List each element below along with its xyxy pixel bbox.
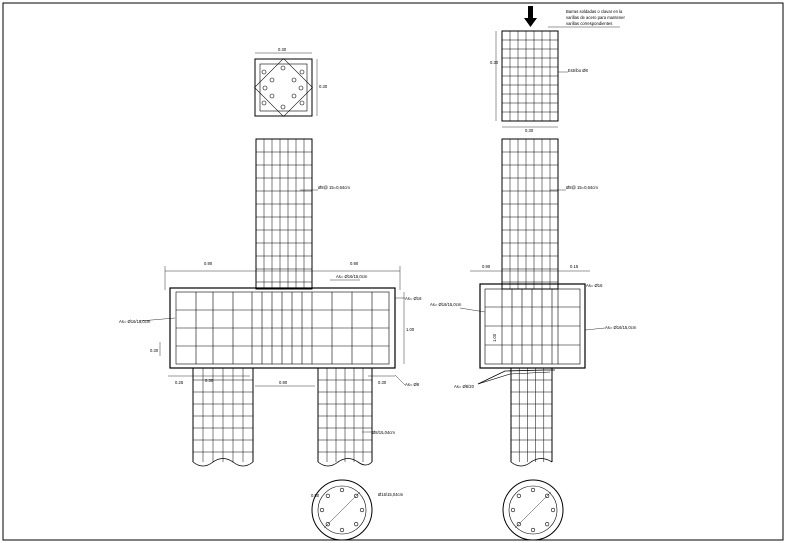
right-cap-height-label: 1.00 bbox=[492, 333, 497, 342]
pile-gap-label: 0.90 bbox=[279, 380, 288, 385]
right-cap-bottom-bar-label: As= Ø8/20 bbox=[454, 384, 475, 389]
cap-top-bar-label: As= Ø16/15,0cm bbox=[336, 274, 368, 279]
cap-side-offset-label: 0.30 bbox=[150, 348, 159, 353]
left-column-section: 0.30 0.30 bbox=[254, 47, 328, 117]
left-upper-column: Ø8@ 15=0,64cm bbox=[255, 138, 350, 290]
pile-stirrup-label: Ø8/15,04cm bbox=[372, 430, 395, 435]
cap-height-label: 1.00 bbox=[406, 327, 415, 332]
left-piles: Ø8/15,04cm bbox=[192, 368, 395, 467]
note-text-3: varillas correspondientes bbox=[566, 21, 612, 26]
right-stirrup-top-label: Estribo Ø8 bbox=[568, 68, 588, 73]
circle-left-label: Ø16/15,04cm bbox=[378, 492, 404, 497]
circle-left-dim-label: 0.50 bbox=[311, 493, 320, 498]
left-circle-section: Ø16/15,04cm 0.50 bbox=[311, 479, 404, 541]
cap-left-bar-label: As= Ø16/15,0cm bbox=[119, 319, 151, 324]
right-load-arrow-icon bbox=[524, 6, 537, 27]
left-column-stirrup-label: Ø8@ 15=0,64cm bbox=[318, 185, 350, 190]
top-section-height-label: 0.30 bbox=[319, 84, 328, 89]
cap-right-bar-top-label: As= Ø16 bbox=[405, 296, 422, 301]
right-cap-bar-left-label: As= Ø16/15,0cm bbox=[430, 302, 462, 307]
right-pile-cap: 0.90 0.15 As= Ø16 As= Ø16/15,0cm As= Ø16… bbox=[430, 264, 637, 389]
cap-bottom-right-label: 0.30 bbox=[378, 380, 387, 385]
note-text-2: varillas de acero para mantener bbox=[566, 15, 625, 20]
right-upper-column: 0.30 Estribo Ø8 0.30 Ø8@ 15=0,64cm bbox=[490, 30, 598, 290]
right-cap-bar-right-label: As= Ø16/15,0cm bbox=[605, 325, 637, 330]
right-pile bbox=[510, 368, 553, 467]
left-pile-cap: 0.90 0.90 As= Ø16/15,0cm As= Ø16/15,0cm … bbox=[119, 261, 422, 387]
cap-right-bar-bottom-label: As= Ø8 bbox=[405, 382, 420, 387]
cap-bottom-left-2-label: 0.30 bbox=[205, 378, 214, 383]
cap-left-width-label: 0.90 bbox=[204, 261, 213, 266]
right-cap-bar-top-label: As= Ø16 bbox=[586, 283, 603, 288]
right-top-dim-label: 0.30 bbox=[490, 60, 499, 65]
cap-bottom-left-label: 0.25 bbox=[175, 380, 184, 385]
right-width-label: 0.30 bbox=[525, 128, 534, 133]
cap-right-width-label: 0.90 bbox=[350, 261, 359, 266]
right-column-stirrup-label: Ø8@ 15=0,64cm bbox=[566, 185, 598, 190]
right-cap-left-label: 0.90 bbox=[482, 264, 491, 269]
right-cap-right-label: 0.15 bbox=[570, 264, 579, 269]
top-section-width-label: 0.30 bbox=[278, 47, 287, 52]
right-circle-section bbox=[502, 479, 564, 541]
note-text-1: Barras soldadas o clavar en la bbox=[566, 9, 623, 14]
